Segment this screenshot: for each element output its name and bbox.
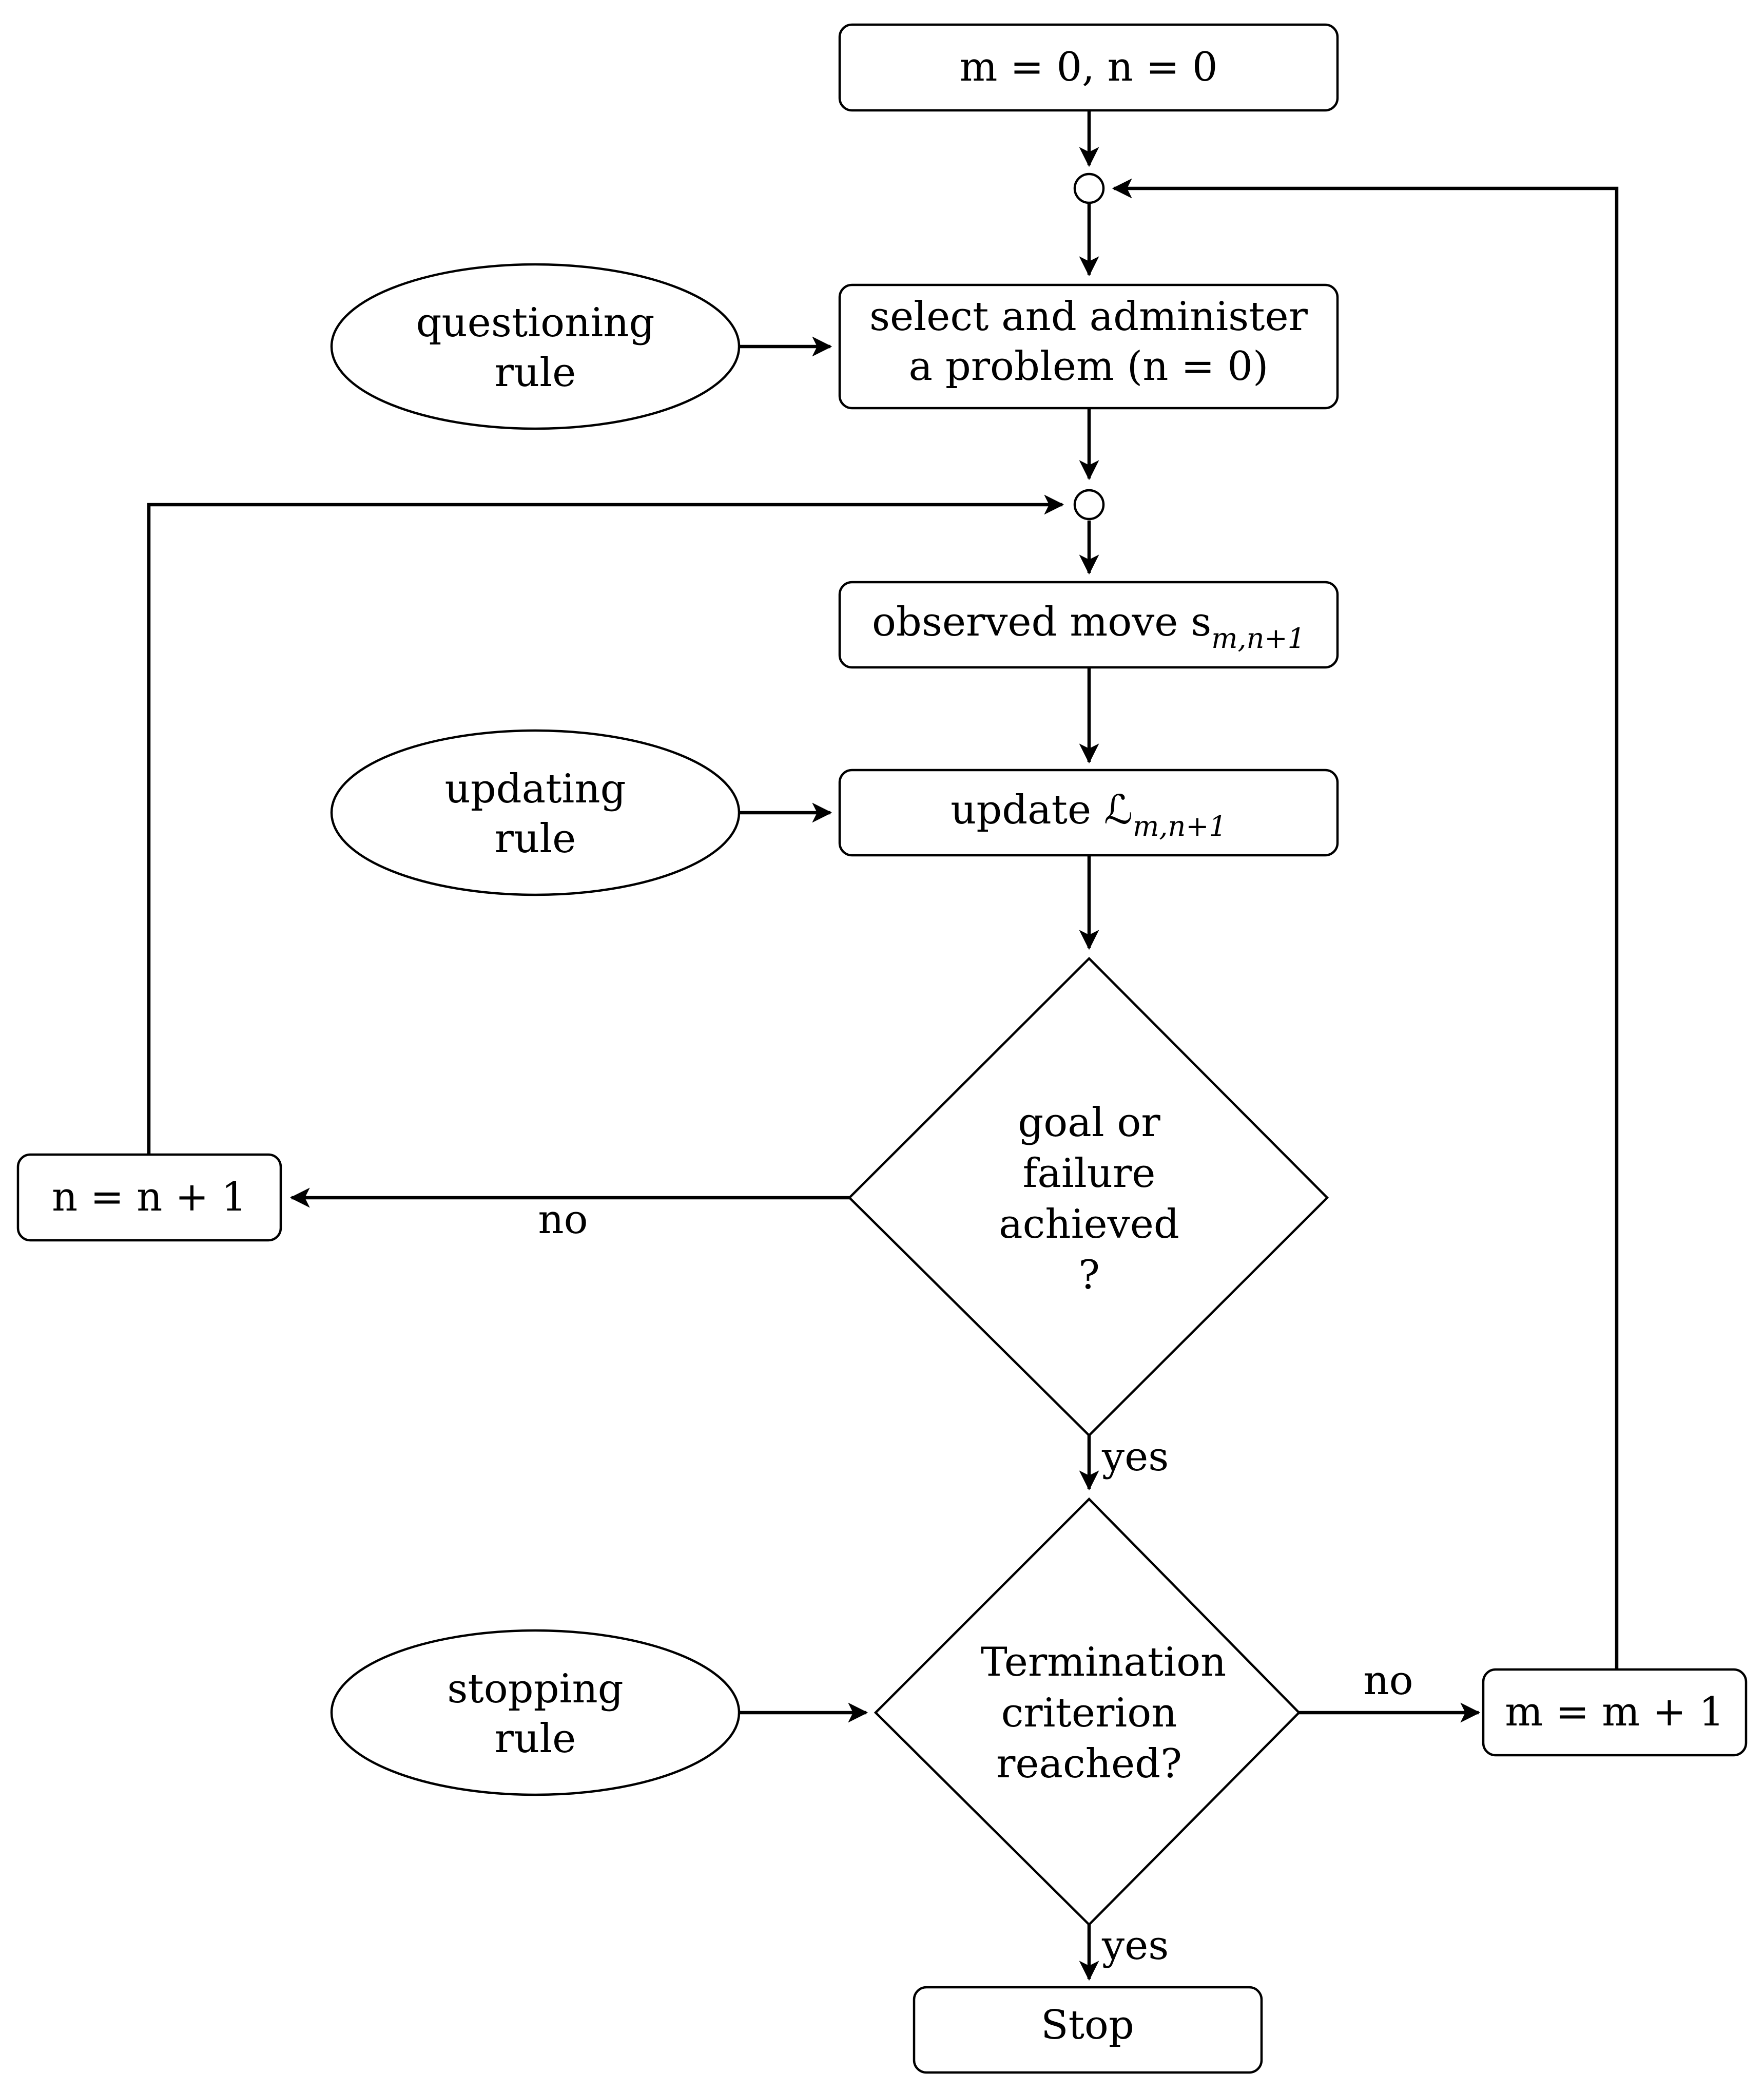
decision-goal-line1: goal or [1018, 1100, 1160, 1146]
node-init: m = 0, n = 0 [838, 23, 1339, 112]
node-stop-label: Stop [1041, 2002, 1134, 2048]
node-m-increment: m = m + 1 [1482, 1668, 1748, 1757]
rule-updating-line1: updating [444, 766, 626, 812]
edge-label-termination-no: no [1363, 1658, 1413, 1704]
decision-termination-line1: Termination [981, 1639, 1227, 1685]
junction-inner-loop [1073, 489, 1105, 521]
rule-updating: updating rule [330, 729, 741, 896]
decision-goal-line2: failure [1023, 1150, 1156, 1197]
node-init-label: m = 0, n = 0 [960, 44, 1218, 90]
decision-termination-line3: reached? [996, 1741, 1182, 1787]
node-m-increment-label: m = m + 1 [1505, 1689, 1724, 1735]
edge-m-increment-loop [1112, 178, 1619, 1669]
node-n-increment: n = n + 1 [16, 1153, 282, 1242]
node-observed-move: observed move sm,n+1 [838, 581, 1339, 669]
rule-stopping: stopping rule [330, 1629, 741, 1796]
rule-stopping-line2: rule [495, 1716, 576, 1762]
edge-n-increment-loop [147, 494, 1064, 1155]
decision-termination: Termination criterion reached? [874, 1497, 1301, 1927]
node-update-label: update ℒm,n+1 [951, 787, 1227, 842]
node-observed-label: observed move sm,n+1 [872, 599, 1305, 655]
node-n-increment-label: n = n + 1 [52, 1174, 247, 1220]
rule-stopping-line1: stopping [447, 1666, 623, 1712]
connectors [147, 110, 1619, 1981]
node-select-line2: a problem (n = 0) [909, 343, 1269, 390]
node-select-problem: select and administer a problem (n = 0) [838, 283, 1339, 410]
edge-label-goal-yes: yes [1101, 1434, 1169, 1480]
decision-termination-line2: criterion [1001, 1690, 1177, 1736]
edge-label-termination-yes: yes [1101, 1923, 1169, 1969]
rule-questioning-line2: rule [495, 350, 576, 396]
rule-questioning-line1: questioning [416, 300, 655, 346]
decision-goal-line4: ? [1078, 1252, 1100, 1298]
node-update: update ℒm,n+1 [838, 769, 1339, 857]
rule-updating-line2: rule [495, 816, 576, 862]
node-select-line1: select and administer [869, 294, 1308, 340]
decision-goal-line3: achieved [999, 1201, 1179, 1247]
decision-goal-achieved: goal or failure achieved ? [847, 956, 1329, 1437]
rule-questioning: questioning rule [330, 263, 741, 430]
node-stop: Stop [913, 1986, 1263, 2074]
edge-label-goal-no: no [538, 1197, 588, 1243]
junction-outer-loop [1073, 172, 1105, 204]
